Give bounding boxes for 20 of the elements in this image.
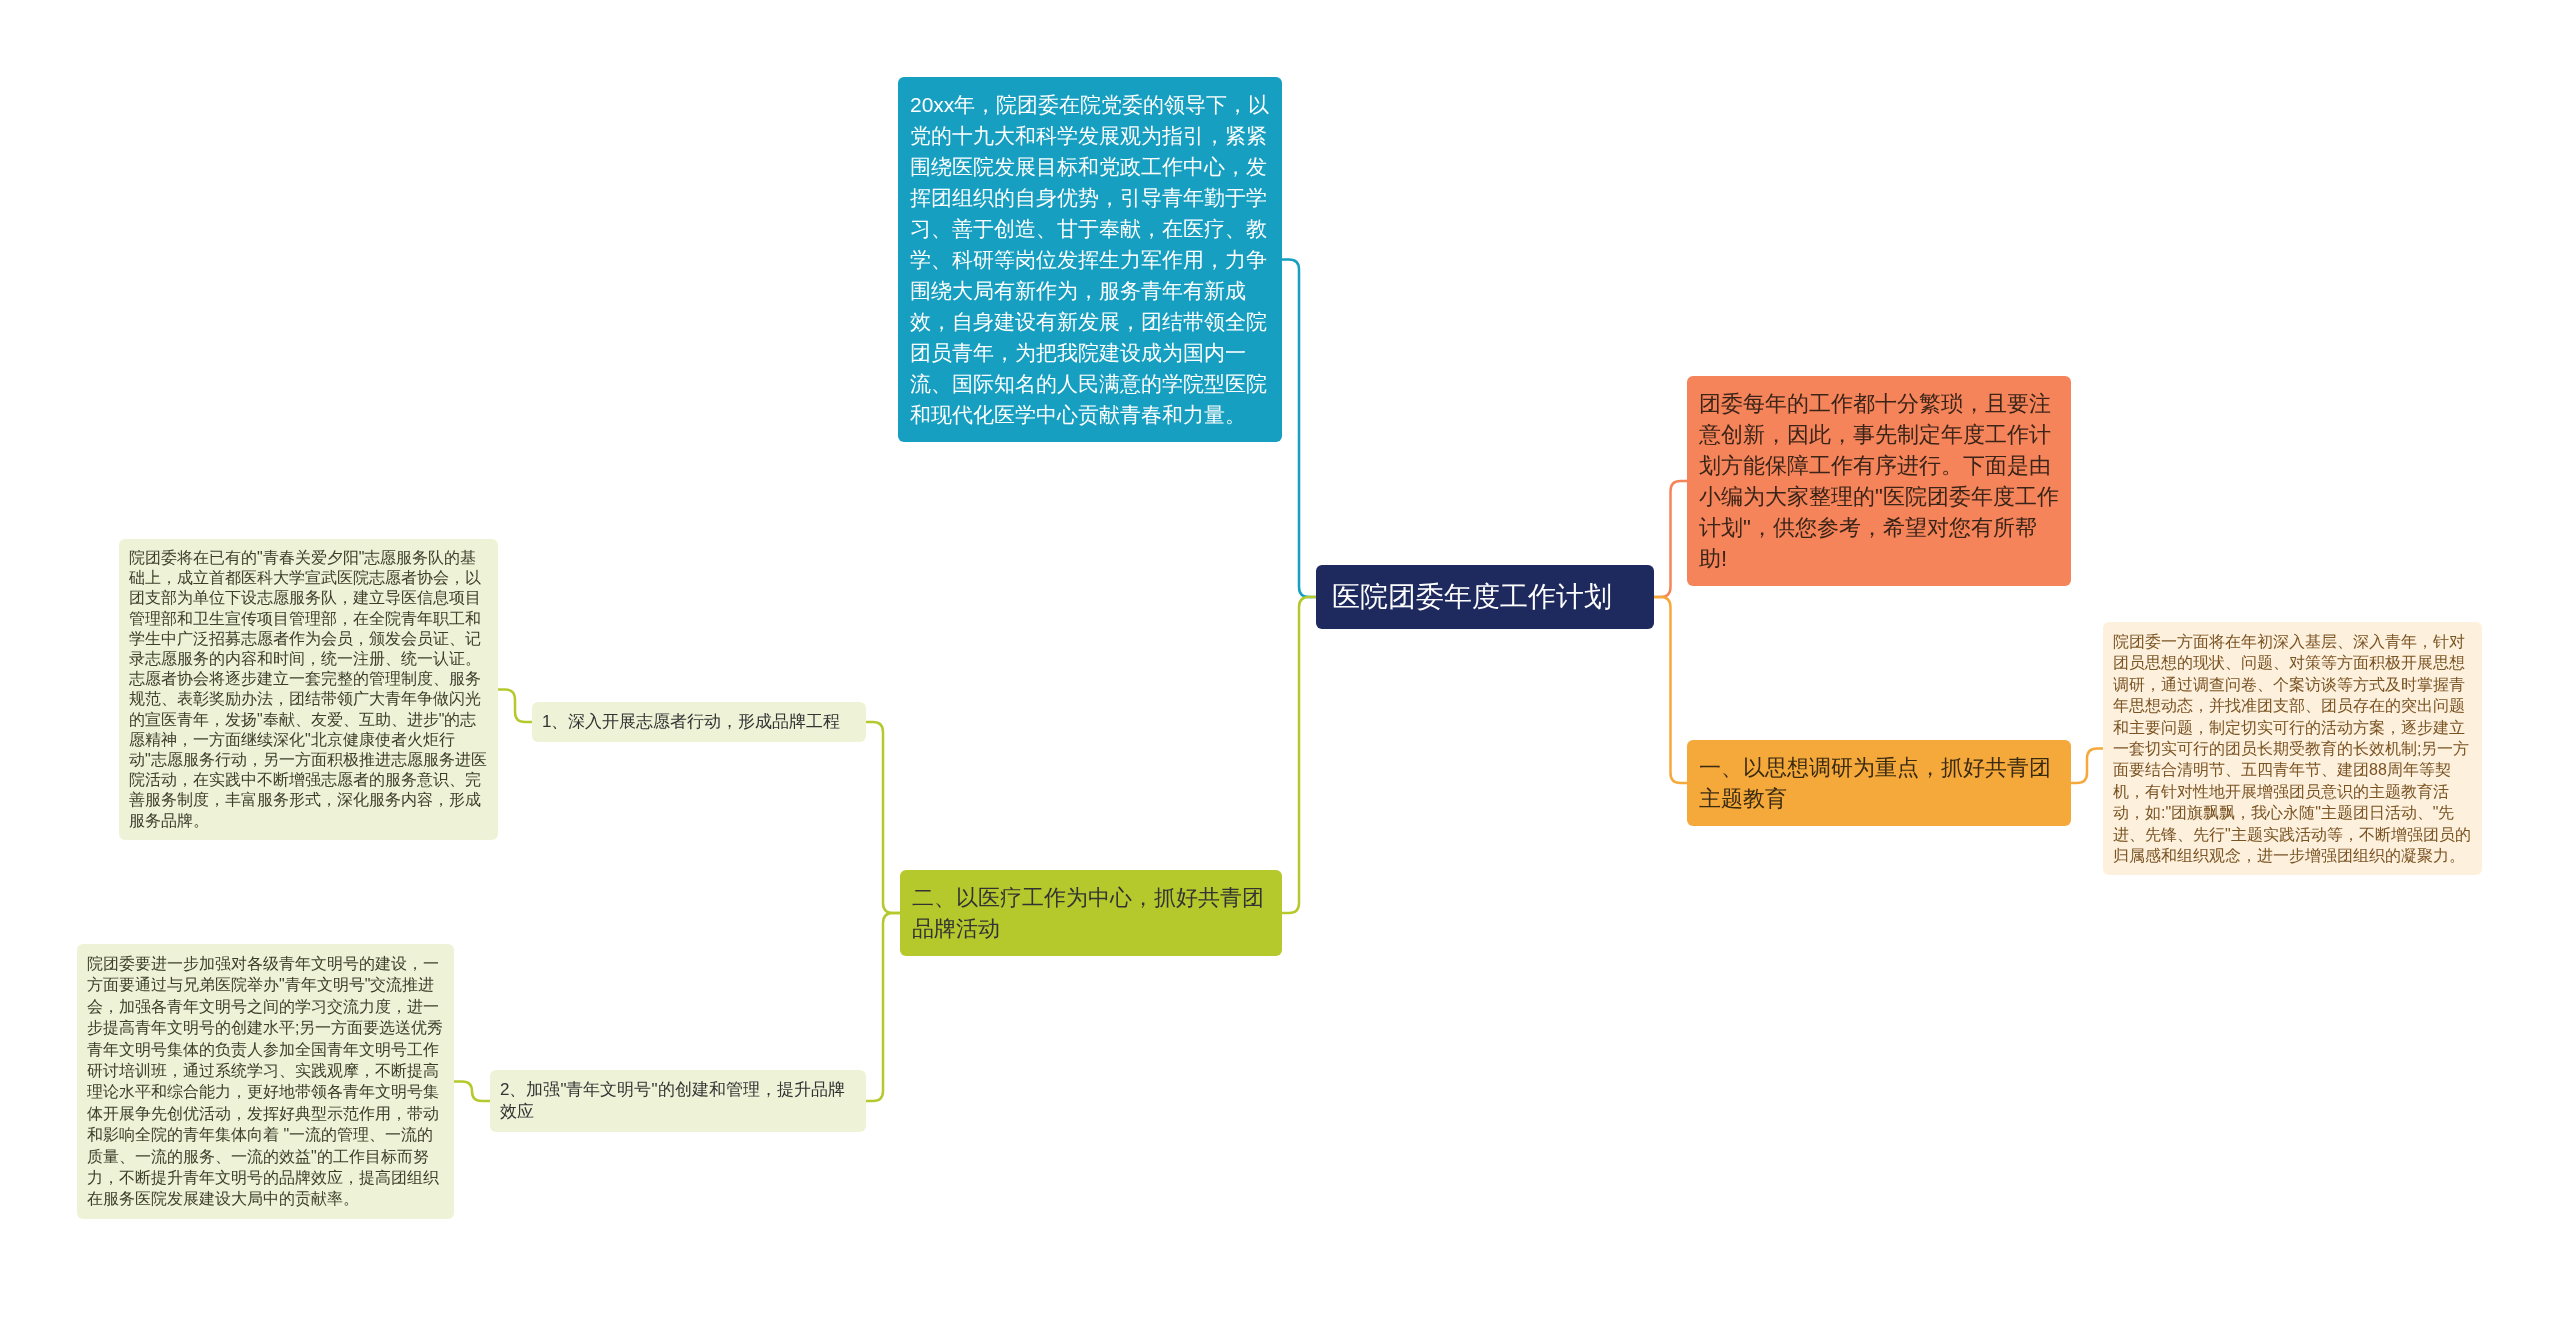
connector-line — [498, 688, 532, 724]
topic-text: 一、以思想调研为重点，抓好共青团主题教育 — [1699, 754, 2052, 813]
topic-text: 1、深入开展志愿者行动，形成品牌工程 — [542, 711, 842, 733]
topic-text: 2、加强"青年文明号"的创建和管理，提升品牌效应 — [500, 1079, 846, 1123]
subtopic-box — [490, 1070, 866, 1132]
topic-text: 院团委将在已有的"青春关爱夕阳"志愿服务队的基础上，成立首都医科大学宣武医院志愿者协会，以团支部为单位下设志愿服务队，建立导医信息项目管理部和卫生宣传项目管理部，在全院青年职工和学生中广泛招募志愿者作为会员，颁发会员证、记录志愿服务的内容和时间，统一注册、统一认证。志愿者协会将逐步建立一套完整的管理制度、服务规范、表彰奖励办法，团结带领广大青年争做闪光的宣医青年，发扬"奉献、友爱、互助、进步"的志愿精神，一方面继续深化"北京健康使者火炬行动"志愿服务行动，另一方面积极推进志愿服务进医院活动，在实践中不断增强志愿者的服务意识、完善服务制度，丰富服务形式，深化服务内容，形成服务品牌。 — [129, 548, 488, 831]
topic-box — [900, 870, 1282, 956]
subtopic-box — [532, 702, 866, 742]
topic-text: 20xx年，院团委在院党委的领导下，以党的十九大和科学发展观为指引，紧紧围绕医院发展目标和党政工作中心，发挥团组织的自身优势，引导青年勤于学习、善于创造、甘于奉献，在医疗、教学、科研等岗位发挥生力军作用，力争围绕大局有新作为，服务青年有新成效，自身建设有新发展，团结带领全院团员青年，为把我院建设成为国内一流、国际知名的人民满意的学院型医院和现代化医学中心贡献青春和力量。 — [910, 92, 1270, 428]
topic-box — [1687, 740, 2071, 826]
topic-text: 医院团委年度工作计划 — [1332, 580, 1613, 614]
topic-text: 团委每年的工作都十分繁琐，且要注意创新，因此，事先制定年度工作计划方能保障工作有序进行。下面是由小编为大家整理的"医院团委年度工作计划"，供您参考，希望对您有所帮助! — [1699, 390, 2059, 573]
topic-text: 院团委一方面将在年初深入基层、深入青年，针对团员思想的现状、问题、对策等方面积极开展思想调研，通过调查问卷、个案访谈等方式及时掌握青年思想动态，并找准团支部、团员存在的突出问题和主要问题，制定切实可行的活动方案，逐步建立一套切实可行的团员长期受教育的长效机制;另一方面要结合清明节、五四青年节、建团88周年等契机，有针对性地开展增强团员意识的主题教育活动，如:"团旗飘飘，我心永随"主题团日活动、"先进、先锋、先行"主题实践活动等，不断增强团员的归属感和组织观念，进一步增强团组织的凝聚力。 — [2113, 632, 2472, 867]
connector-line — [2071, 747, 2103, 785]
connector-line — [1654, 595, 1687, 785]
topic-text: 院团委要进一步加强对各级青年文明号的建设，一方面要通过与兄弟医院举办"青年文明号"交流推进会，加强各青年文明号之间的学习交流力度，进一步提高青年文明号的创建水平;另一方面要选送优秀青年文明号集体的负责人参加全国青年文明号工作研讨培训班，通过系统学习、实践观摩，不断提高理论水平和综合能力，更好地带领各青年文明号集体开展争先创优活动，发挥好典型示范作用，带动和影响全院的青年集体向着 "一流的管理、一流的质量、一流的服务、一流的效益"的工作目标而努力，不断提升青年文明号的品牌效应，提高团组织在服务医院发展建设大局中的贡献率。 — [87, 954, 444, 1210]
topic-box — [1687, 376, 2071, 586]
connector-line — [454, 1080, 490, 1103]
root-topic — [1316, 565, 1654, 629]
topic-text: 二、以医疗工作为中心，抓好共青团品牌活动 — [912, 884, 1265, 943]
